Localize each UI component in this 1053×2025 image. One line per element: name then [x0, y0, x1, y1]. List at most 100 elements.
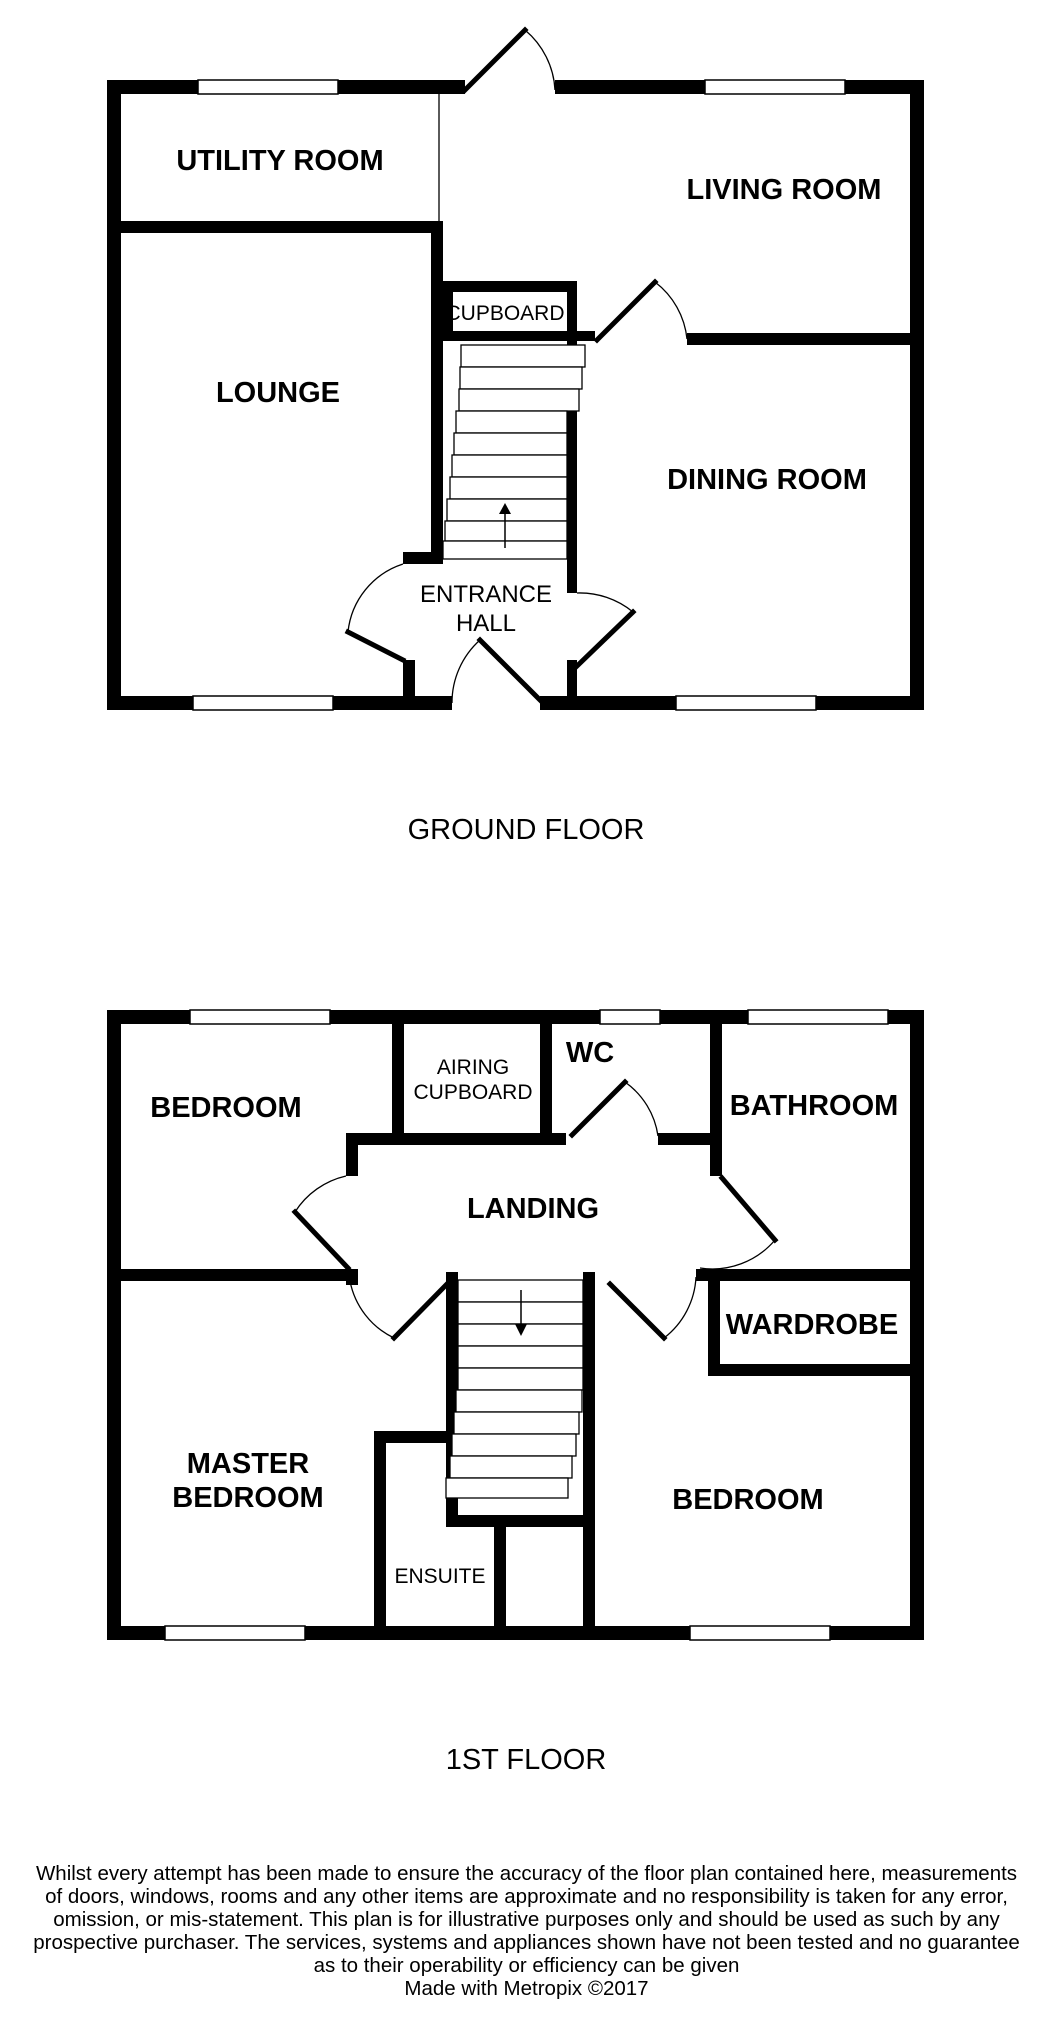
cupboard-right-wall	[567, 281, 577, 341]
bedroom-front-door-leaf	[291, 1208, 352, 1272]
stair-tread	[453, 1411, 580, 1435]
cupboard-bottom-wall	[443, 331, 595, 341]
bedroom-master-divider	[121, 1269, 357, 1281]
landing-top-wall-right	[658, 1133, 716, 1145]
room-label-bedroom-front: BEDROOM	[150, 1092, 301, 1124]
disclaimer-line: of doors, windows, rooms and any other i…	[45, 1885, 1008, 1908]
landing-lower-stub-left	[346, 1269, 358, 1285]
dining-door-leaf	[593, 278, 659, 344]
bathroom-window	[747, 1009, 889, 1025]
wc-door-swing	[624, 1081, 659, 1137]
disclaimer-line: omission, or mis-statement. This plan is…	[53, 1908, 1000, 1931]
hall-dining-door-leaf	[573, 608, 637, 670]
stair-tread	[453, 432, 568, 456]
first-outer-wall-left	[107, 1010, 121, 1640]
lounge-hall-wall	[431, 221, 443, 552]
stair-tread	[449, 476, 568, 500]
bedroom-landing-wall	[346, 1133, 358, 1176]
room-label-master-line1: MASTER	[187, 1448, 310, 1480]
dining-door-swing	[654, 281, 688, 340]
ground-outer-wall-right	[910, 80, 924, 710]
cupboard-left-wall	[443, 281, 453, 341]
room-label-entrance-hall-line2: HALL	[456, 610, 516, 637]
master-door-swing	[349, 1280, 395, 1339]
stair-up-arrowhead	[499, 503, 511, 514]
room-label-ensuite: ENSUITE	[394, 1565, 485, 1588]
hall-dining-door-swing	[576, 592, 634, 613]
wardrobe-left-wall	[708, 1269, 720, 1374]
lounge-door-leaf	[344, 628, 407, 664]
stair-tread	[451, 454, 568, 478]
room-label-landing: LANDING	[467, 1193, 599, 1225]
first-outer-wall-right	[910, 1010, 924, 1640]
entrance-door-swing	[451, 639, 481, 704]
dining-room-window	[675, 695, 817, 711]
utility-window	[197, 79, 339, 95]
room-label-living: LIVING ROOM	[687, 174, 882, 206]
metropix-credit: Made with Metropix ©2017	[404, 1977, 649, 2000]
airing-cupboard-right-wall	[540, 1024, 552, 1134]
wardrobe-top-wall	[696, 1269, 924, 1281]
master-bedroom-window	[164, 1625, 306, 1641]
ground-outer-wall-left	[107, 80, 121, 710]
ensuite-left-wall	[374, 1431, 386, 1631]
stair-tread	[457, 1345, 584, 1369]
utility-lounge-wall	[121, 221, 443, 233]
entrance-door-leaf	[476, 636, 544, 704]
disclaimer-line: as to their operability or efficiency ca…	[313, 1954, 740, 1977]
hall-stub-wall	[403, 552, 443, 564]
living-dining-wall	[687, 333, 917, 345]
room-label-airing-line2: CUPBOARD	[413, 1081, 532, 1104]
master-door-leaf	[390, 1281, 450, 1342]
first-staircase	[445, 1279, 584, 1499]
room-label-master-line2: BEDROOM	[172, 1482, 323, 1514]
ensuite-right-wall	[494, 1520, 506, 1630]
disclaimer-line: prospective purchaser. The services, sys…	[33, 1931, 1020, 1954]
stair-tread	[451, 1433, 577, 1457]
disclaimer-line: Whilst every attempt has been made to en…	[35, 1862, 1018, 1885]
first-floor-title: 1ST FLOOR	[446, 1744, 607, 1776]
stair-tread	[449, 1455, 573, 1479]
bathroom-door-swing	[699, 1239, 776, 1270]
front-top-door-leaf	[461, 26, 529, 94]
first-floor-plan: BEDROOM AIRING CUPBOARD WC BATHROOM LAND…	[107, 1009, 924, 1776]
room-label-wardrobe: WARDROBE	[726, 1309, 898, 1341]
front-top-door-swing	[524, 29, 556, 91]
lounge-door-swing	[347, 563, 404, 633]
stair-bottom-wall	[446, 1515, 595, 1527]
stair-down-arrowhead	[515, 1324, 527, 1336]
bathroom-door-leaf	[718, 1174, 779, 1244]
cupboard-top-wall	[443, 281, 577, 292]
landing-top-wall-left	[346, 1133, 566, 1145]
stair-tread	[445, 1477, 569, 1499]
stair-tread	[455, 1389, 583, 1413]
room-label-utility: UTILITY ROOM	[176, 145, 383, 177]
ground-floor-plan: UTILITY ROOM LIVING ROOM CUPBOARD LOUNGE…	[107, 26, 924, 846]
wc-door-leaf	[568, 1078, 629, 1139]
room-label-bathroom: BATHROOM	[730, 1090, 899, 1122]
stair-tread	[457, 1367, 584, 1391]
hall-dining-lower-wall	[567, 660, 577, 710]
stair-tread	[458, 388, 580, 412]
disclaimer: Whilst every attempt has been made to en…	[4, 1862, 1049, 2000]
bedroom-front-window	[189, 1009, 331, 1025]
stair-dining-wall	[567, 331, 577, 593]
room-label-lounge: LOUNGE	[216, 377, 340, 409]
room-label-cupboard: CUPBOARD	[445, 302, 564, 325]
ensuite-top-wall	[374, 1431, 450, 1443]
stair-tread	[460, 344, 586, 368]
bathroom-left-wall	[710, 1024, 722, 1176]
hall-lower-wall	[403, 660, 415, 710]
stair-tread	[444, 520, 568, 542]
wardrobe-bottom-wall	[708, 1364, 924, 1376]
lounge-window	[192, 695, 334, 711]
stair-tread	[455, 410, 568, 434]
bedroom-rear-window	[689, 1625, 831, 1641]
room-label-dining: DINING ROOM	[667, 464, 867, 496]
stair-tread	[459, 366, 583, 390]
room-label-entrance-hall-line1: ENTRANCE	[420, 581, 552, 608]
ground-floor-title: GROUND FLOOR	[408, 814, 645, 846]
bedroom-rear-door-swing	[663, 1276, 697, 1339]
stair-right-wall	[583, 1272, 595, 1640]
